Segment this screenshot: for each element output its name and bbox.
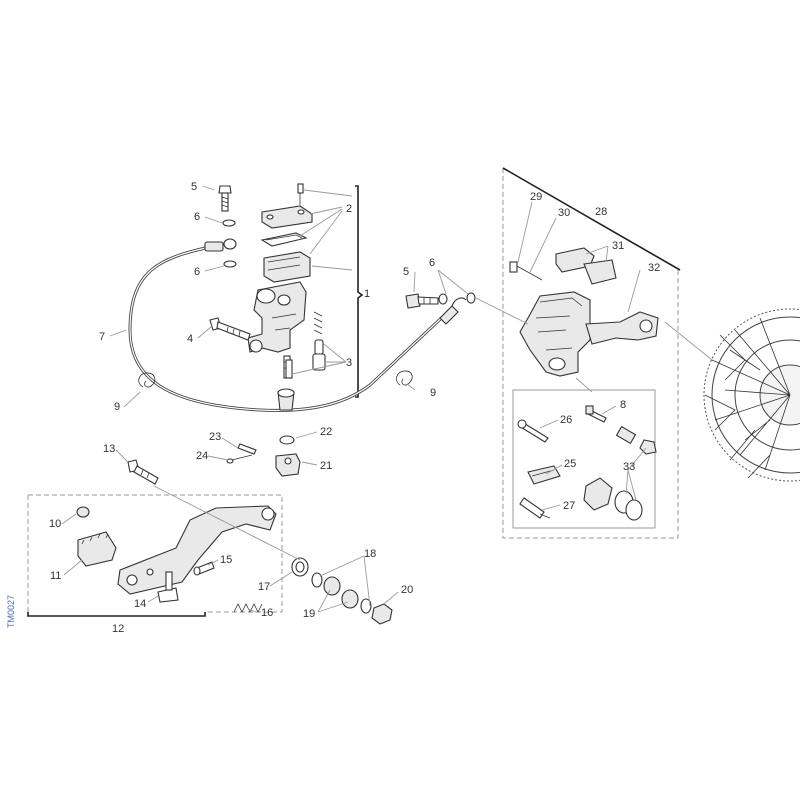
part-label-9: 9 [114,401,120,413]
part-label-14: 14 [134,598,146,610]
hose-clip-left [138,372,156,388]
part-label-6: 6 [429,257,435,269]
part-label-28: 28 [595,206,607,218]
leader-lines [61,185,713,613]
part-label-7: 7 [99,331,105,343]
group-28-bracket [502,167,681,271]
part-labels: 5 6 6 4 7 9 2 1 3 9 22 23 24 21 13 10 11… [49,181,660,635]
brake-disc [703,308,800,482]
hose-clip-right [396,370,413,386]
inner-caliper-kit-box [512,389,656,529]
part-label-5: 5 [403,266,409,278]
part-label-12: 12 [112,623,124,635]
part-label-11: 11 [50,570,61,582]
group-12-box [28,494,283,613]
part-label-19: 19 [303,608,315,620]
part-label-27: 27 [563,500,575,512]
part-label-6: 6 [194,266,200,278]
part-label-18: 18 [364,548,376,560]
part-label-17: 17 [258,581,270,593]
hose-banjo-top [204,238,237,252]
part-label-6: 6 [194,211,200,223]
hose-banjo-right [439,297,467,325]
part-label-16: 16 [261,607,273,619]
master-cylinder [218,183,313,477]
part-label-13: 13 [103,443,115,455]
diagram-code: TM0027 [6,595,16,628]
part-label-4: 4 [187,333,193,345]
part-label-10: 10 [49,518,61,530]
part-label-1: 1 [364,288,370,300]
part-label-22: 22 [320,426,332,438]
kit-3 [285,311,326,379]
part-label-25: 25 [564,458,576,470]
group-12-bracket [27,612,206,617]
part-label-15: 15 [220,554,232,566]
part-label-3: 3 [346,357,352,369]
part-label-5: 5 [191,181,197,193]
part-label-9: 9 [430,387,436,399]
part-label-32: 32 [648,262,660,274]
group-28-box [502,168,679,539]
part-label-26: 26 [560,414,572,426]
part-label-20: 20 [401,584,413,596]
part-label-24: 24 [196,450,208,462]
part-label-21: 21 [320,460,332,472]
group-1-bracket [355,185,364,398]
part-label-30: 30 [558,207,570,219]
brake-hose-7-inner [129,246,451,412]
part-label-31: 31 [612,240,624,252]
part-label-8: 8 [620,399,626,411]
brake-pedal [76,459,393,625]
part-label-2: 2 [346,203,352,215]
part-label-29: 29 [530,191,542,203]
rear-caliper [405,247,659,521]
part-label-23: 23 [209,431,221,443]
bolt-4 [209,317,251,341]
part-label-33: 33 [623,461,635,473]
